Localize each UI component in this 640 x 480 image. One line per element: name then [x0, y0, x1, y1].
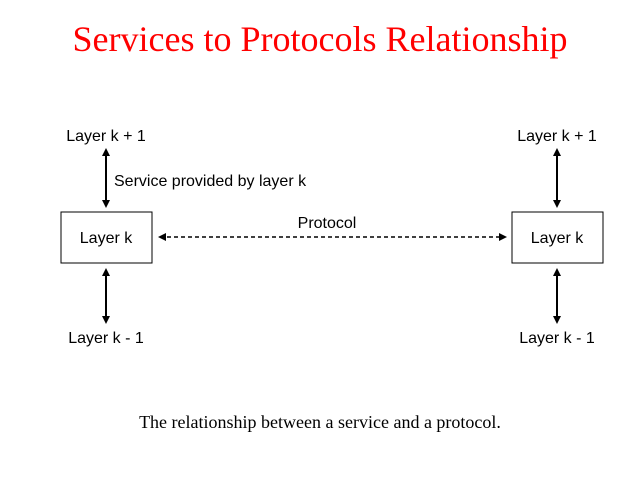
- right-top-layer-label: Layer k + 1: [517, 128, 597, 145]
- protocol-label: Protocol: [298, 215, 357, 232]
- left-top-layer-label: Layer k + 1: [66, 128, 146, 145]
- slide-title: Services to Protocols Relationship: [72, 19, 568, 59]
- left-bottom-layer-label: Layer k - 1: [68, 330, 144, 347]
- service-label: Service provided by layer k: [114, 173, 307, 190]
- right-layer-box: [511, 211, 604, 264]
- right-bottom-layer-label: Layer k - 1: [519, 330, 595, 347]
- left-layer-box: [60, 211, 153, 264]
- left-layer-box-label: Layer k: [80, 230, 133, 247]
- right-layer-box-label: Layer k: [531, 230, 584, 247]
- figure-caption: The relationship between a service and a…: [139, 412, 501, 432]
